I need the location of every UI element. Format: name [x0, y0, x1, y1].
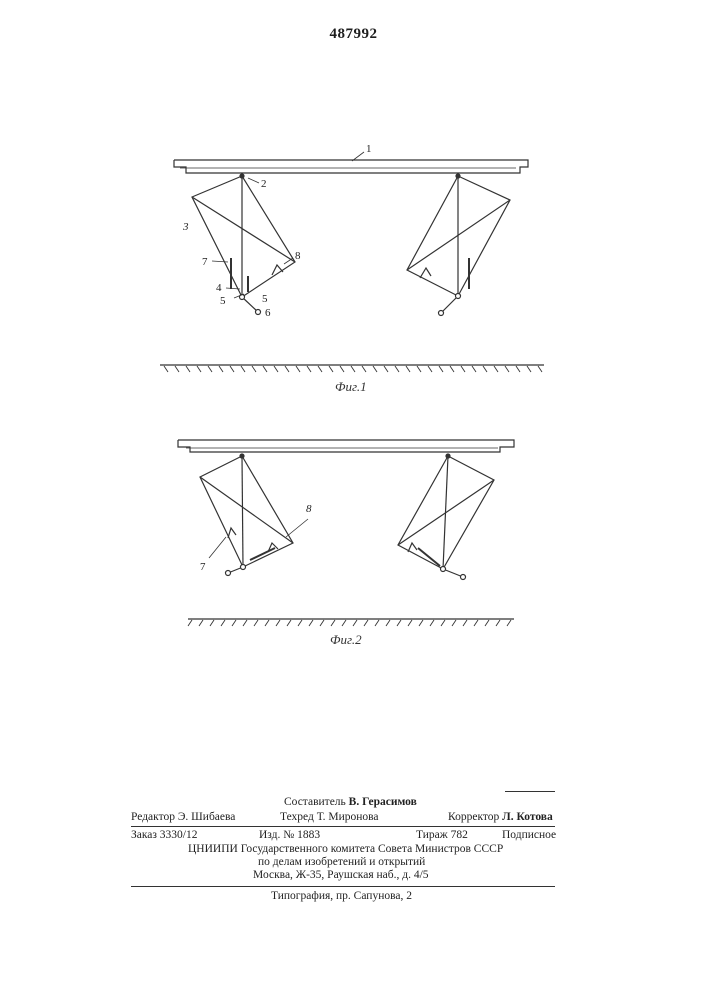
fig1-drawing — [160, 152, 544, 372]
org-line-1: ЦНИИПИ Государственного комитета Совета … — [188, 843, 503, 855]
fig1-label-8: 8 — [295, 250, 301, 262]
editor-line: Редактор Э. Шибаева — [131, 811, 235, 823]
fig1-label-5b: 5 — [262, 293, 268, 305]
compiler-label: Составитель — [284, 796, 346, 808]
org-line-2: по делам изобретений и открытий — [258, 856, 425, 868]
fig1-label-5a: 5 — [220, 295, 226, 307]
print-run: Тираж 782 — [416, 829, 468, 841]
org-address: Москва, Ж-35, Раушская наб., д. 4/5 — [253, 869, 429, 881]
editor-label: Редактор — [131, 811, 175, 823]
fig2-label-8: 8 — [306, 503, 312, 515]
fig1-label-2: 2 — [261, 178, 267, 190]
patent-drawing: 1 2 3 7 8 4 5 5 6 Фиг.1 8 7 Фиг.2 — [0, 0, 707, 760]
compiler-line: Составитель В. Герасимов — [284, 796, 417, 808]
corrector-label: Корректор — [448, 811, 499, 823]
fig1-left-frame — [192, 176, 295, 297]
fig1-caption: Фиг.1 — [335, 379, 367, 394]
printer-line: Типография, пр. Сапунова, 2 — [271, 890, 412, 902]
imprint-top-rule — [505, 791, 555, 792]
corrector-name: Л. Котова — [502, 811, 553, 823]
fig2-drawing — [178, 440, 514, 626]
techred-name: Т. Миронова — [317, 811, 379, 823]
editor-name: Э. Шибаева — [178, 811, 236, 823]
fig1-label-3: 3 — [182, 221, 189, 233]
order-number: Заказ 3330/12 — [131, 829, 198, 841]
fig1-rail — [174, 160, 528, 173]
techred-line: Техред Т. Миронова — [280, 811, 379, 823]
fig2-rail — [178, 440, 514, 452]
fig1-label-6: 6 — [265, 307, 271, 319]
compiler-name: В. Герасимов — [349, 796, 417, 808]
corrector-line: Корректор Л. Котова — [448, 811, 553, 823]
fig2-caption: Фиг.2 — [330, 632, 362, 647]
fig2-label-7: 7 — [200, 561, 206, 573]
fig1-label-4: 4 — [216, 282, 222, 294]
fig1-label-1: 1 — [366, 143, 372, 155]
subscription: Подписное — [502, 829, 556, 841]
imprint-rule-1 — [131, 826, 555, 827]
fig2-left-frame — [200, 456, 293, 567]
techred-label: Техред — [280, 811, 314, 823]
fig1-label-7: 7 — [202, 256, 208, 268]
edition-number: Изд. № 1883 — [259, 829, 320, 841]
imprint-rule-2 — [131, 886, 555, 887]
